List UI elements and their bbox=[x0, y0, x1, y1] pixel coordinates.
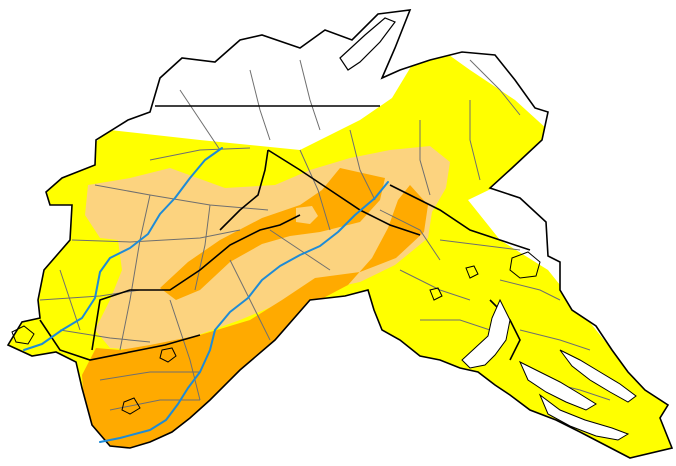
city-outline bbox=[509, 251, 541, 279]
city-outline bbox=[121, 397, 141, 415]
bay-water bbox=[461, 298, 637, 441]
state-border-west bbox=[39, 319, 201, 361]
city-outlines bbox=[11, 251, 541, 415]
state-border-northeast bbox=[219, 149, 269, 231]
city-outline bbox=[159, 347, 177, 363]
city-outline bbox=[429, 287, 443, 301]
state-border-southwest bbox=[91, 214, 301, 351]
lake-shape bbox=[339, 17, 396, 71]
severe-drought-region bbox=[82, 168, 428, 455]
moderate-drought-island bbox=[296, 206, 318, 224]
rivers bbox=[23, 147, 389, 443]
county-borders bbox=[39, 59, 611, 411]
state-border-east bbox=[389, 184, 531, 251]
river-main bbox=[99, 181, 389, 443]
city-outline bbox=[11, 325, 35, 345]
state-borders bbox=[39, 105, 531, 361]
river-west bbox=[23, 147, 223, 351]
city-outline bbox=[465, 265, 479, 279]
state-border-ridge bbox=[267, 149, 421, 236]
